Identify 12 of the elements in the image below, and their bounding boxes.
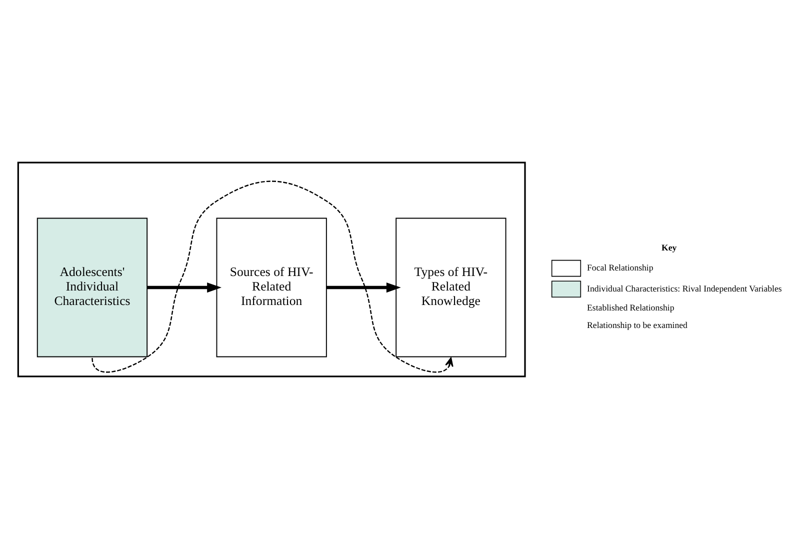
node-box: Sources of HIV-Related Information	[216, 217, 327, 357]
legend-label: Established Relationship	[587, 302, 674, 312]
arrow	[326, 282, 401, 292]
legend-label: Individual Characteristics: Rival Independent Variables	[587, 282, 782, 293]
node-box: Adolescents' Individual Characteristics	[36, 217, 148, 357]
arrow	[147, 282, 222, 292]
label: Key	[662, 242, 677, 252]
arrow	[92, 180, 454, 372]
legend-label: Focal Relationship	[587, 262, 654, 272]
cluster	[17, 161, 526, 377]
legend-label: Relationship to be examined	[587, 320, 688, 330]
node-box: Types of HIV-Related Knowledge	[396, 217, 506, 357]
